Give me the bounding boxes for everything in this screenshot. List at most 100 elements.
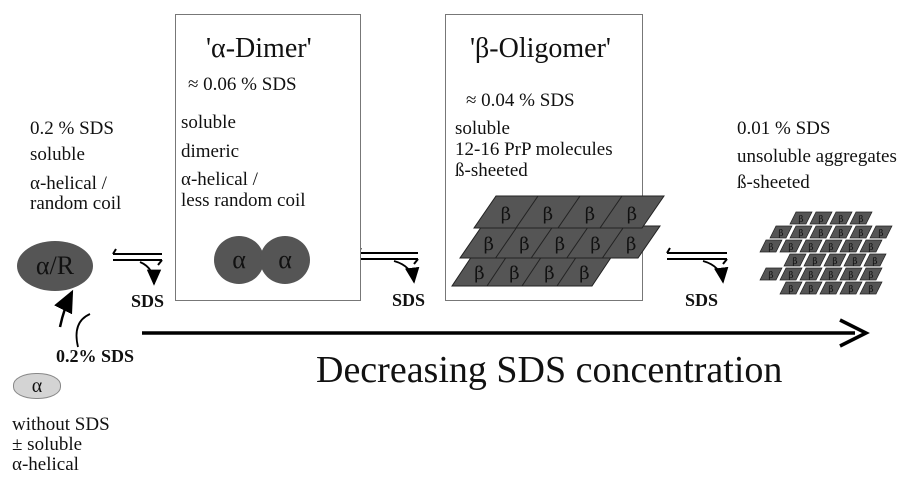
beta-glyph: β <box>501 204 511 225</box>
native-to-monomer-arrow <box>54 289 91 348</box>
dimer-right-alpha: α <box>278 245 292 274</box>
aggregate-beta-glyph: β <box>798 215 803 225</box>
alpha-dimer-sds: ≈ 0.06 % SDS <box>188 74 297 95</box>
equilibrium-arrow-3 <box>666 247 729 284</box>
native-line-1: without SDS <box>12 414 110 435</box>
aggregate-beta-glyph: β <box>808 285 813 295</box>
dimer-right-circle: α <box>260 236 310 284</box>
beta-oligomer-line-1: soluble <box>455 118 510 139</box>
aggregate-beta-glyph: β <box>832 257 837 267</box>
native-shape-label: α <box>31 374 43 397</box>
beta-strand-divider <box>521 255 543 287</box>
aggregate-beta-glyph: β <box>868 243 873 253</box>
aggregate-sheet <box>779 239 803 253</box>
beta-strand-divider <box>486 255 508 287</box>
aggregate-sheet <box>783 253 807 267</box>
aggregate-beta-glyph: β <box>868 271 873 281</box>
beta-strand-divider <box>495 225 519 259</box>
aggregate-line-1: unsoluble aggregates <box>737 146 897 167</box>
beta-glyph: β <box>474 263 484 284</box>
beta-glyph: β <box>543 204 553 225</box>
decreasing-arrow <box>142 318 870 348</box>
aggregate-beta-glyph: β <box>852 257 857 267</box>
aggregate-sheet <box>839 239 863 253</box>
aggregate-sheet <box>849 211 873 225</box>
beta-glyph: β <box>579 263 589 284</box>
beta-glyph: β <box>590 234 600 255</box>
aggregate-beta-glyph: β <box>808 271 813 281</box>
aggregate-beta-glyph: β <box>788 285 793 295</box>
decreasing-sds-label: Decreasing SDS concentration <box>316 349 783 391</box>
aggregate-beta-glyph: β <box>838 229 843 239</box>
beta-strand-divider <box>601 225 625 259</box>
alpha-dimer-line-3: α-helical / <box>181 169 258 190</box>
beta-oligomer-sds: ≈ 0.04 % SDS <box>466 90 575 111</box>
native-shape: α <box>13 373 61 399</box>
aggregate-sheet <box>869 225 893 239</box>
aggregate-beta-glyph: β <box>848 243 853 253</box>
aggregate-sheet <box>829 225 853 239</box>
native-line-3: α-helical <box>12 454 79 475</box>
aggregate-sheet <box>849 225 873 239</box>
monomer-sds-label: 0.2 % SDS <box>30 118 114 139</box>
aggregate-beta-glyph: β <box>872 257 877 267</box>
aggregate-sheet <box>829 211 853 225</box>
alpha-dimer-box: 'α-Dimer' ≈ 0.06 % SDS soluble dimeric α… <box>175 14 361 301</box>
monomer-shape-label: α/R <box>35 251 75 280</box>
aggregate-sheet <box>859 267 883 281</box>
aggregate-beta-glyph: β <box>788 243 793 253</box>
aggregate-beta-glyph: β <box>868 285 873 295</box>
monomer-line-1: soluble <box>30 144 85 165</box>
beta-glyph: β <box>484 234 494 255</box>
aggregate-beta-glyph: β <box>812 257 817 267</box>
aggregate-beta-glyph: β <box>828 243 833 253</box>
beta-strand-divider <box>566 225 590 259</box>
alpha-dimer-line-4: less random coil <box>181 190 306 211</box>
aggregate-beta-glyph: β <box>792 257 797 267</box>
aggregate-sheet <box>823 253 847 267</box>
aggregate-sheet <box>839 267 863 281</box>
aggregate-sheet <box>809 225 833 239</box>
monomer-line-3: random coil <box>30 193 122 214</box>
sds-label-2: SDS <box>392 290 426 310</box>
beta-glyph: β <box>627 204 637 225</box>
monomer-line-2: α-helical / <box>30 173 107 194</box>
dimer-left-circle: α <box>214 236 264 284</box>
beta-oligomer-title: 'β-Oligomer' <box>470 33 611 64</box>
alpha-dimer-title: 'α-Dimer' <box>206 33 312 64</box>
native-line-2: ± soluble <box>12 434 83 455</box>
aggregate-beta-glyph: β <box>778 229 783 239</box>
aggregate-beta-glyph: β <box>768 271 773 281</box>
sds-label-3: SDS <box>685 290 719 310</box>
aggregate-sds-label: 0.01 % SDS <box>737 118 831 139</box>
aggregate-beta-glyph: β <box>828 285 833 295</box>
aggregate-beta-glyph: β <box>848 271 853 281</box>
aggregate-beta-glyph: β <box>858 229 863 239</box>
aggregate-sheet <box>843 253 867 267</box>
aggregate-sheet <box>789 225 813 239</box>
aggregate-sheet <box>803 253 827 267</box>
aggregate-sheet <box>799 267 823 281</box>
aggregate-sheet <box>863 253 887 267</box>
aggregate-sheet <box>769 225 793 239</box>
beta-strand-divider <box>599 195 623 229</box>
aggregate-sheet <box>759 267 783 281</box>
aggregate-sheet <box>839 281 863 295</box>
aggregate-sheet <box>859 281 883 295</box>
aggregate-sheet <box>809 211 833 225</box>
aggregate-beta-glyph: β <box>798 229 803 239</box>
beta-strand-divider <box>530 225 554 259</box>
aggregate-sheet <box>819 239 843 253</box>
aggregate-sheet <box>789 211 813 225</box>
aggregate-beta-glyph: β <box>768 243 773 253</box>
beta-glyph: β <box>626 234 636 255</box>
beta-oligomer-line-2: 12-16 PrP molecules <box>455 139 613 160</box>
equilibrium-arrow-1 <box>112 248 163 286</box>
aggregate-sheet <box>859 239 883 253</box>
aggregate-sheet <box>799 239 823 253</box>
aggregate-beta-glyph: β <box>808 243 813 253</box>
aggregate-beta-glyph: β <box>828 271 833 281</box>
aggregate-beta-glyph: β <box>818 215 823 225</box>
